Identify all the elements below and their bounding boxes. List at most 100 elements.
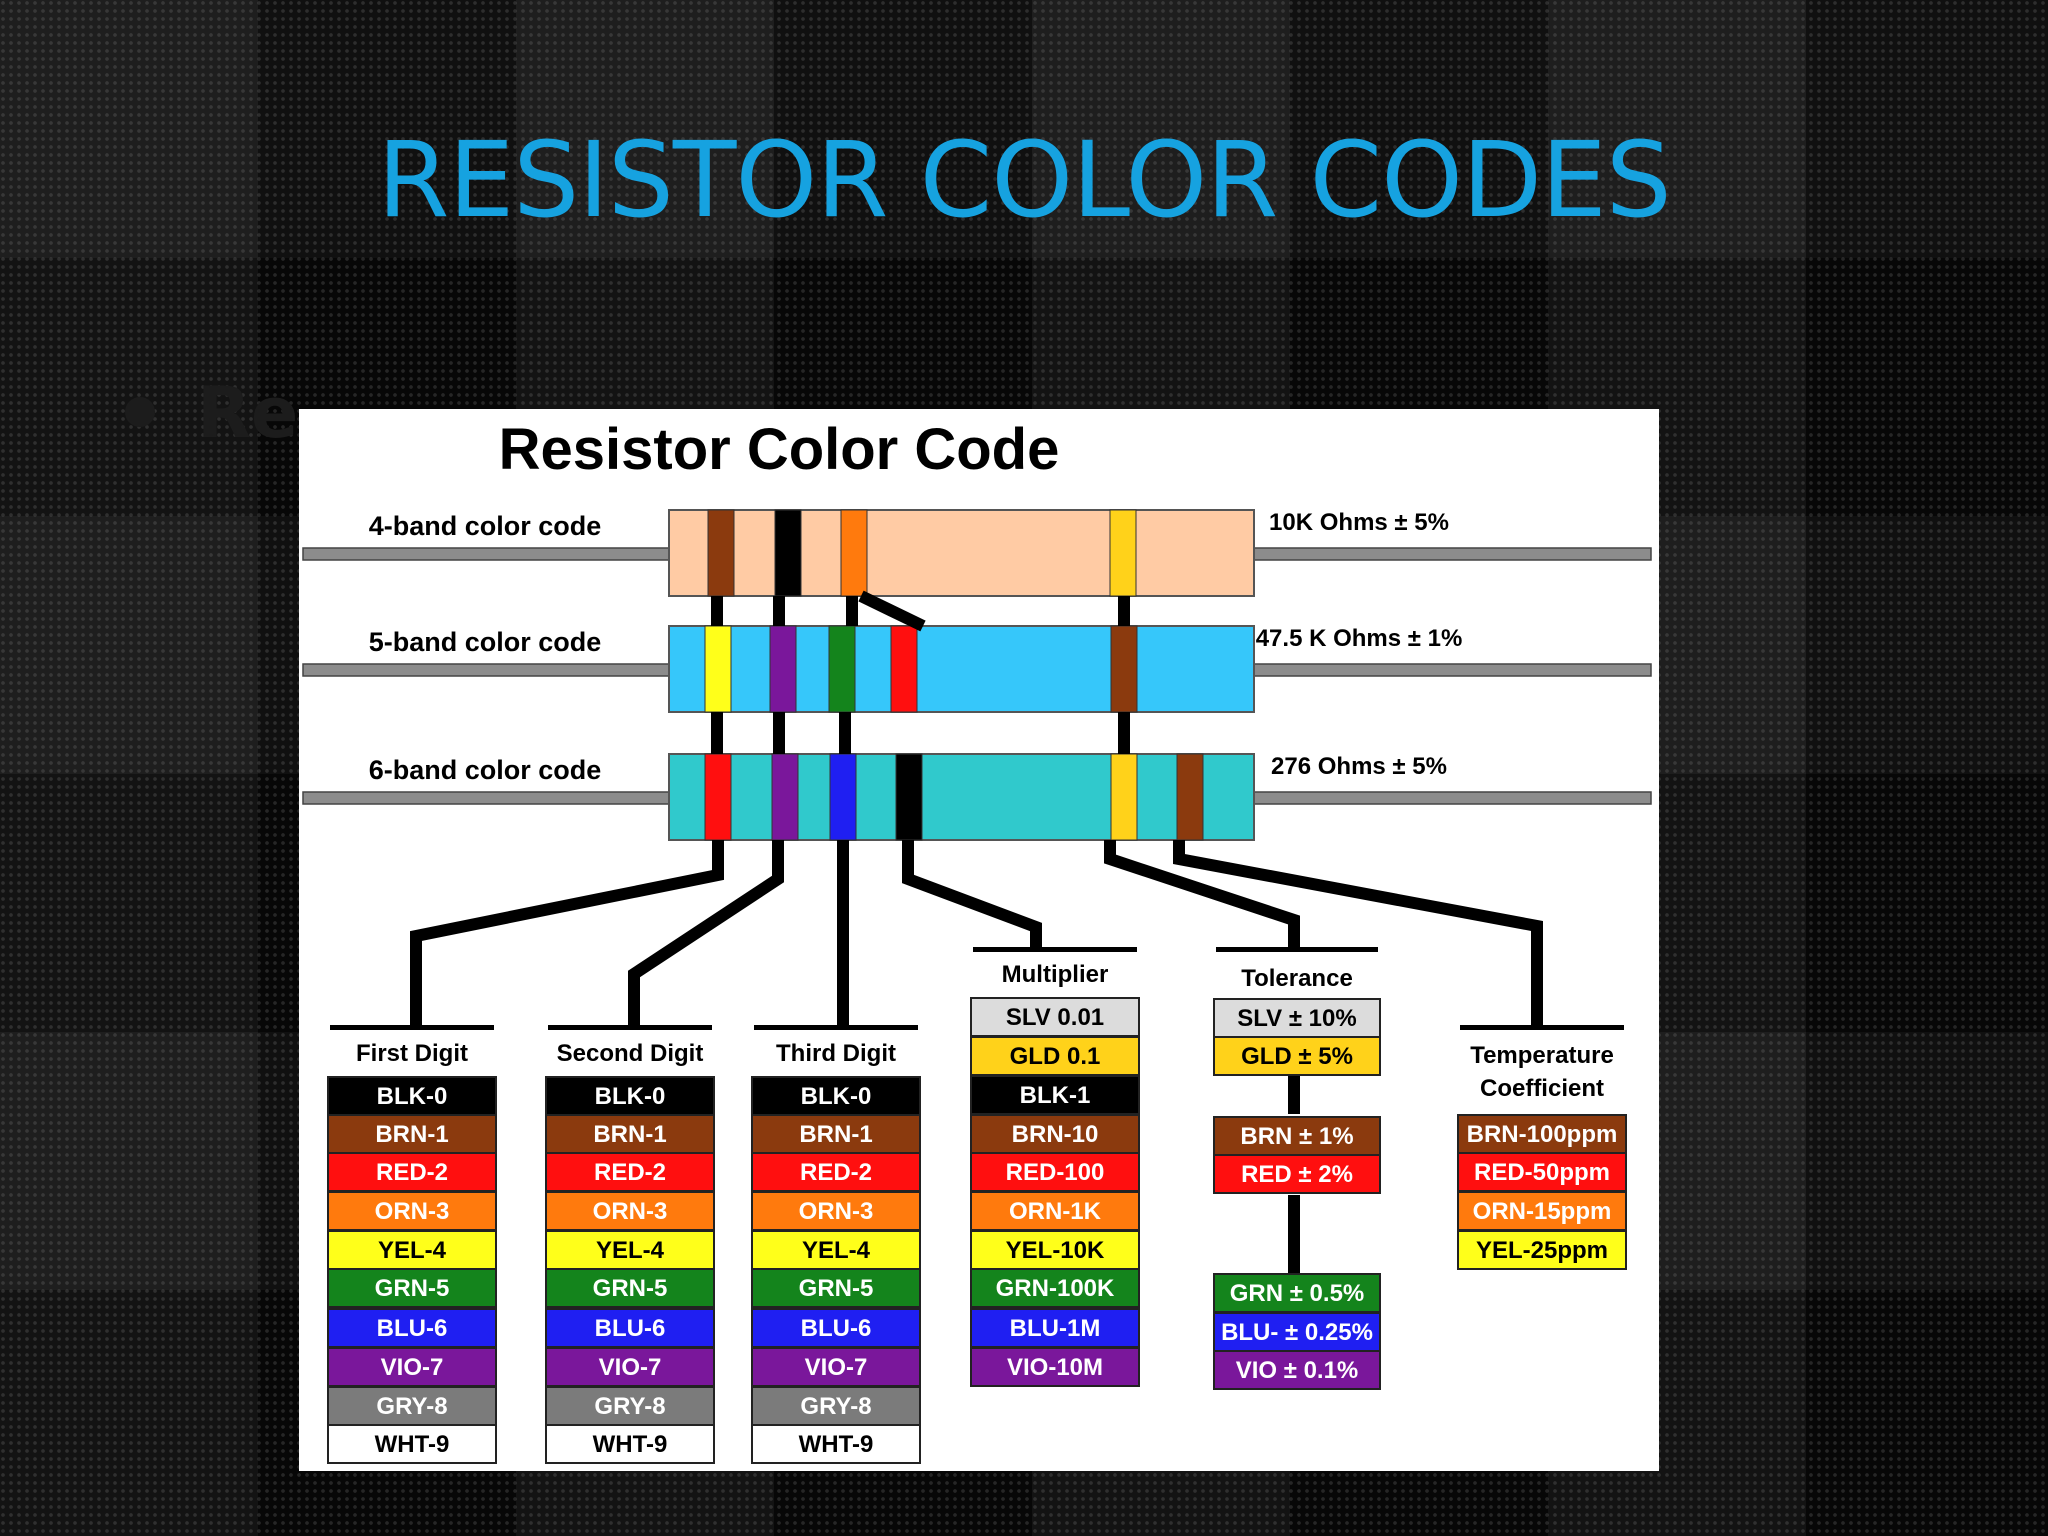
column-cap-bar (548, 1025, 712, 1030)
color-cell-label: GRN ± 0.5% (1230, 1280, 1365, 1307)
resistor-band-vio (769, 625, 797, 713)
color-cell-label: BLU- ± 0.25% (1221, 1319, 1373, 1346)
color-cell-blu: BLU-6 (327, 1308, 497, 1348)
connector-line (410, 840, 724, 1027)
color-cell-wht: WHT-9 (327, 1424, 497, 1464)
color-cell-grn: GRN-100K (970, 1268, 1140, 1308)
color-cell-label: RED-2 (800, 1159, 872, 1186)
color-cell-blk: BLK-0 (327, 1076, 497, 1116)
connector-line (902, 840, 1042, 949)
color-cell-brn: BRN-1 (751, 1114, 921, 1154)
color-cell-label: ORN-3 (375, 1198, 450, 1225)
color-cell-orn: ORN-15ppm (1457, 1191, 1627, 1231)
color-cell-blu: BLU- ± 0.25% (1213, 1312, 1381, 1352)
color-cell-label: GRY-8 (594, 1393, 665, 1420)
column-cap-bar (1460, 1025, 1624, 1030)
color-cell-label: GLD 0.1 (1010, 1043, 1101, 1070)
color-cell-label: GRN-5 (375, 1275, 450, 1302)
color-cell-label: GRN-5 (799, 1275, 874, 1302)
color-cell-swatch (751, 1230, 921, 1270)
color-cell-red: RED-2 (751, 1152, 921, 1192)
color-cell-grn: GRN ± 0.5% (1213, 1273, 1381, 1313)
column-heading: Third Digit (776, 1040, 896, 1067)
color-cell-label: RED ± 2% (1241, 1161, 1353, 1188)
color-cell-swatch (1213, 1273, 1381, 1313)
color-cell-brn: BRN ± 1% (1213, 1116, 1381, 1156)
color-cell-swatch (970, 1114, 1140, 1154)
resistor-lead-right (1253, 547, 1652, 561)
color-cell-swatch (970, 1075, 1140, 1115)
color-cell-label: VIO-7 (599, 1354, 662, 1381)
color-cell-label: YEL-4 (596, 1237, 665, 1264)
resistor-band-orn (840, 509, 868, 597)
color-cell-label: BLK-0 (377, 1083, 448, 1110)
color-cell-label: GLD ± 5% (1241, 1043, 1353, 1070)
column-heading: Second Digit (557, 1040, 704, 1067)
resistor-band-brn (1110, 625, 1138, 713)
color-cell-label: YEL-4 (378, 1237, 447, 1264)
color-cell-gld: GLD 0.1 (970, 1036, 1140, 1076)
color-cell-label: WHT-9 (375, 1431, 450, 1458)
color-cell-label: WHT-9 (799, 1431, 874, 1458)
color-cell-label: YEL-4 (802, 1237, 871, 1264)
resistor-body (668, 509, 1255, 597)
color-cell-blk: BLK-0 (545, 1076, 715, 1116)
color-cell-blk: BLK-0 (751, 1076, 921, 1116)
color-cell-blu: BLU-6 (545, 1308, 715, 1348)
color-cell-swatch (327, 1308, 497, 1348)
resistor-label: 6-band color code (369, 755, 602, 785)
bullet-text: Re (197, 372, 299, 454)
color-cell-swatch (751, 1308, 921, 1348)
color-cell-vio: VIO ± 0.1% (1213, 1350, 1381, 1390)
resistor-band-gld (1109, 509, 1137, 597)
bullet-dot (125, 396, 155, 427)
column-heading: Tolerance (1241, 965, 1353, 992)
color-cell-red: RED-100 (970, 1152, 1140, 1192)
color-cell-label: ORN-3 (799, 1198, 874, 1225)
color-cell-label: BLK-0 (595, 1083, 666, 1110)
color-cell-swatch (327, 1268, 497, 1308)
resistor-band-brn (707, 509, 735, 597)
color-cell-brn: BRN-10 (970, 1114, 1140, 1154)
color-cell-brn: BRN-100ppm (1457, 1114, 1627, 1154)
color-cell-yel: YEL-25ppm (1457, 1230, 1627, 1270)
color-cell-label: GRY-8 (376, 1393, 447, 1420)
resistor-band-yel (704, 625, 732, 713)
color-cell-yel: YEL-4 (545, 1230, 715, 1270)
color-cell-swatch (327, 1386, 497, 1426)
resistor-body (668, 625, 1255, 713)
color-cell-blu: BLU-6 (751, 1308, 921, 1348)
color-cell-red: RED ± 2% (1213, 1154, 1381, 1194)
column-heading: Multiplier (1002, 961, 1109, 988)
resistor-value: 47.5 K Ohms ± 1% (1256, 625, 1463, 652)
resistor-band-blk (895, 753, 923, 841)
color-cell-orn: ORN-3 (545, 1191, 715, 1231)
resistor-band-vio (771, 753, 799, 841)
color-cell-label: BLU-1M (1010, 1315, 1101, 1342)
color-cell-vio: VIO-10M (970, 1347, 1140, 1387)
resistor-value: 10K Ohms ± 5% (1269, 509, 1449, 536)
color-cell-swatch (1213, 1312, 1381, 1352)
legend-column-2: Second DigitBLK-0BRN-1RED-2ORN-3YEL-4GRN… (545, 1025, 715, 1464)
resistor-band-blk (774, 509, 802, 597)
color-cell-red: RED-2 (545, 1152, 715, 1192)
color-cell-wht: WHT-9 (751, 1424, 921, 1464)
color-cell-swatch (751, 1114, 921, 1154)
color-cell-label: SLV 0.01 (1006, 1004, 1104, 1031)
color-cell-swatch (545, 1268, 715, 1308)
color-cell-label: ORN-1K (1009, 1198, 1102, 1225)
color-cell-label: VIO-7 (381, 1354, 444, 1381)
color-cell-swatch (751, 1347, 921, 1387)
resistor-band-red (890, 625, 918, 713)
color-cell-gry: GRY-8 (545, 1386, 715, 1426)
resistor-value: 276 Ohms ± 5% (1271, 753, 1447, 780)
resistor-lead-left (302, 791, 670, 805)
color-cell-gry: GRY-8 (327, 1386, 497, 1426)
color-cell-label: SLV ± 10% (1237, 1005, 1356, 1032)
color-cell-swatch (970, 1230, 1140, 1270)
column-cap-bar (973, 947, 1137, 952)
color-cell-label: ORN-15ppm (1473, 1198, 1612, 1225)
color-cell-label: GRY-8 (800, 1393, 871, 1420)
